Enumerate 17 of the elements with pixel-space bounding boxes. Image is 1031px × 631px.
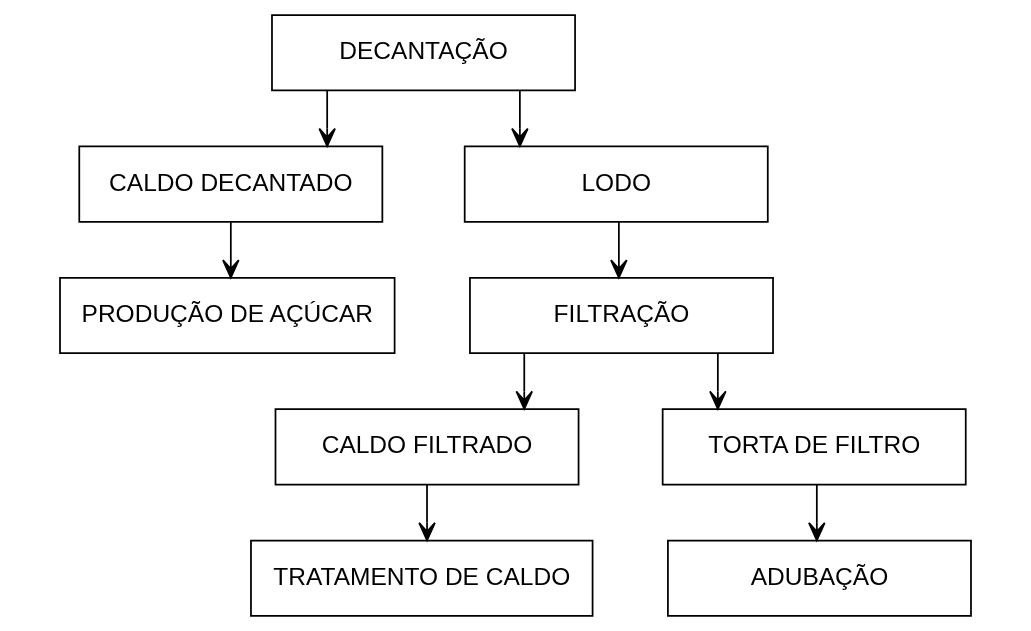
arrow xyxy=(418,484,436,542)
node-box: TRATAMENTO DE CALDO xyxy=(250,539,594,617)
arrow xyxy=(222,221,240,279)
arrow xyxy=(511,89,529,148)
arrow xyxy=(318,89,336,148)
arrow xyxy=(709,352,727,410)
arrow xyxy=(808,484,826,542)
node-box: TORTA DE FILTRO xyxy=(661,408,967,486)
node-box: ADUBAÇÃO xyxy=(667,539,972,617)
node-box: LODO xyxy=(463,145,769,223)
node-box: FILTRAÇÃO xyxy=(469,276,774,355)
node-box: PRODUÇÃO DE AÇÚCAR xyxy=(59,276,396,355)
node-box: DECANTAÇÃO xyxy=(271,14,576,92)
arrow xyxy=(610,221,628,279)
node-box: CALDO FILTRADO xyxy=(274,408,580,486)
arrow xyxy=(515,352,533,410)
node-box: CALDO DECANTADO xyxy=(78,145,384,223)
